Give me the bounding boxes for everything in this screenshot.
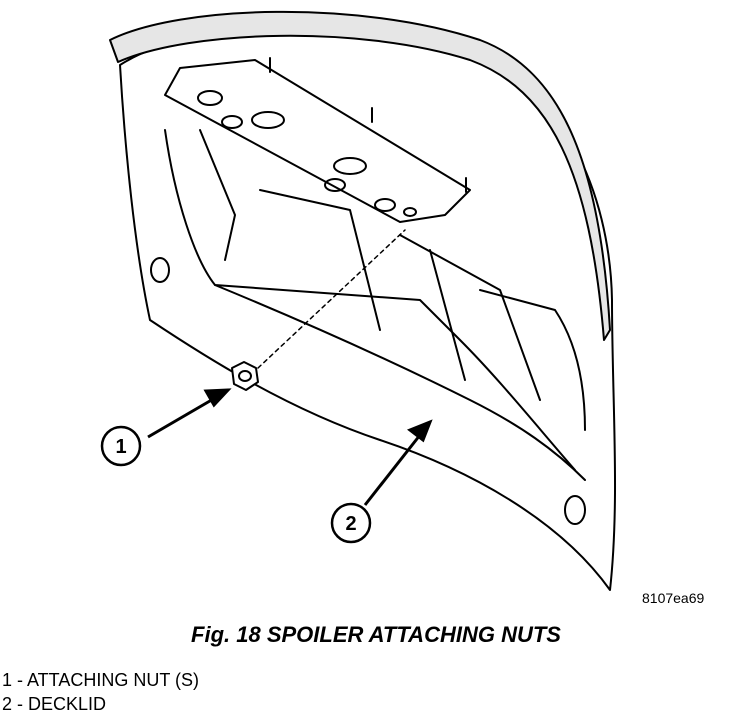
- access-hole: [150, 257, 170, 283]
- mount-hole: [333, 157, 367, 175]
- callout-1-leader: [147, 396, 216, 439]
- figure-caption: Fig. 18 SPOILER ATTACHING NUTS: [191, 622, 561, 647]
- mount-hole: [221, 115, 243, 129]
- callout-2-leader: [363, 434, 422, 506]
- mount-hole: [324, 178, 346, 192]
- mount-hole: [374, 198, 396, 212]
- inner-frame: [199, 129, 236, 261]
- mount-hole: [251, 111, 285, 129]
- callout-2: 2: [330, 502, 372, 544]
- inner-frame: [164, 129, 576, 471]
- decklid-illustration: 1 2: [100, 10, 617, 591]
- install-leader: [257, 229, 406, 369]
- inner-frame: [399, 234, 541, 401]
- inner-frame: [479, 289, 586, 431]
- legend-item-2: 2 - DECKLID: [2, 694, 107, 714]
- inner-frame: [259, 189, 381, 331]
- legend-item-1: 1 - ATTACHING NUT (S): [2, 670, 200, 690]
- inner-frame: [429, 249, 466, 381]
- attaching-nut: [231, 361, 259, 391]
- spoiler-mounting-bar: [164, 59, 471, 223]
- figure-code: 8107ea69: [642, 590, 705, 606]
- callout-2-arrowhead: [406, 419, 433, 443]
- callout-2-number: 2: [345, 513, 356, 535]
- spoiler-lip: [109, 10, 611, 341]
- callout-1-number: 1: [115, 436, 126, 458]
- mount-hole: [197, 90, 223, 106]
- inner-frame: [214, 284, 586, 481]
- callout-1-arrowhead: [203, 388, 232, 408]
- access-hole: [564, 495, 586, 525]
- callout-1: 1: [100, 425, 142, 467]
- mount-hole: [403, 207, 417, 217]
- legend: 1 - ATTACHING NUT (S) 2 - DECKLID: [2, 668, 199, 716]
